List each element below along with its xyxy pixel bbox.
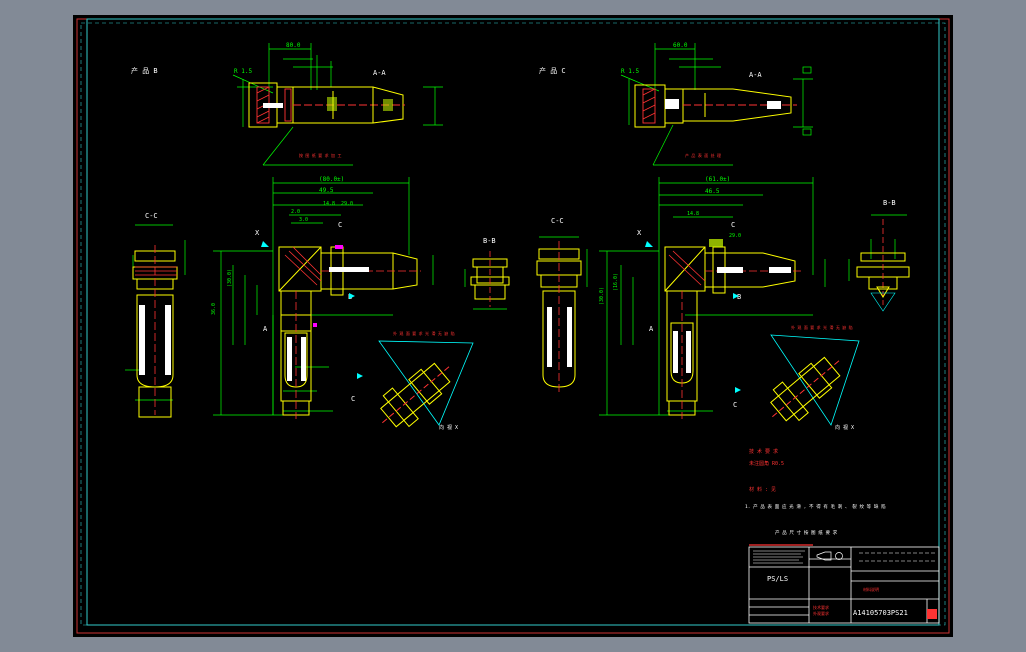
arrow-label-c-right-bottom: C — [733, 401, 737, 409]
view-x-left: 向 视 X — [378, 340, 474, 431]
dim-right-290: 29.0 — [729, 233, 741, 239]
cad-drawing[interactable]: 产 品 B 产 品 C A-A A-A C-C C-C B-B B-B — [73, 15, 953, 637]
view-x-right: 向 视 X — [770, 334, 860, 431]
callout-right-mid: 外 观 面 要 求 光 滑 无 缺 陷 — [791, 324, 853, 330]
dim-top-right-width: 60.0 — [673, 42, 688, 49]
note-white-1: 1. 产 品 表 面 应 光 滑 , 不 得 有 毛 刺 、 裂 纹 等 缺 陷 — [745, 503, 886, 510]
dim-right-overall: (61.0±) — [705, 176, 730, 183]
label-section-cc-left: C-C — [145, 212, 158, 220]
arrow-label-x: X — [255, 229, 260, 237]
view-cc-right — [536, 236, 588, 395]
label-product-c: 产 品 C — [539, 66, 566, 75]
technical-notes: 技 术 要 求 未注圆角 R0.5 材 料 : 见 1. 产 品 表 面 应 光… — [745, 448, 886, 536]
title-red-label-2: 外观要求 — [813, 610, 829, 616]
callout-right-top: 产 品 表 面 处 理 — [685, 152, 721, 158]
arrow-label-a-right: A — [649, 325, 654, 333]
dim-right-300: (30.0) — [599, 287, 605, 305]
dim-left-148: 14.8 — [323, 201, 335, 207]
label-section-aa-right: A-A — [749, 71, 762, 79]
sheet-frames — [76, 18, 950, 634]
title-red-label-3: 材料说明 — [863, 586, 879, 592]
dim-left-inner: 49.5 — [319, 187, 334, 194]
callout-left-top: 按 图 纸 要 求 加 工 — [299, 152, 341, 158]
note-white-2: 产 品 尺 寸 按 图 纸 要 求 — [775, 529, 838, 536]
dim-left-3: 3.0 — [299, 217, 308, 223]
arrow-label-x-right: X — [637, 229, 642, 237]
dim-left-290: 29.0 — [341, 201, 353, 207]
view-bb-left — [464, 251, 510, 310]
view-product-b-main: (80.0±) 49.5 2.0 3.0 14.8 29.0 36.0 (30.… — [211, 176, 455, 419]
dim-radius-left: R 1.5 — [234, 68, 252, 75]
arrow-label-c-right-top: C — [731, 221, 735, 229]
label-section-aa-left: A-A — [373, 69, 386, 77]
dim-right-160: (16.0) — [613, 273, 619, 291]
dim-left-300: (30.0) — [227, 269, 233, 287]
title-part-number: PS/LS — [767, 575, 788, 583]
arrow-label-c-top: C — [338, 221, 342, 229]
title-drawing-number: A14105703PS21 — [853, 609, 908, 617]
title-red-label-1: 技术要求 — [813, 604, 829, 610]
label-section-cc-right: C-C — [551, 217, 564, 225]
arrow-label-b-right: B — [737, 293, 741, 301]
dim-left-overall: (80.0±) — [319, 176, 344, 183]
dim-left-2: 2.0 — [291, 209, 300, 215]
callout-left-mid: 外 观 面 要 求 光 滑 无 缺 陷 — [393, 330, 455, 336]
label-view-x-left: 向 视 X — [439, 424, 458, 431]
view-product-c-main: (61.0±) 46.5 29.0 14.8 (30.0) (16.0) — [599, 176, 853, 419]
drawing-sheet[interactable]: 产 品 B 产 品 C A-A A-A C-C C-C B-B B-B — [73, 15, 953, 637]
arrow-label-c-bottom: C — [351, 395, 355, 403]
note-red-2: 未注圆角 R0.5 — [749, 460, 784, 467]
dim-radius-right: R 1.5 — [621, 68, 639, 75]
dim-right-inner: 46.5 — [705, 188, 720, 195]
dim-right-148: 14.8 — [687, 211, 699, 217]
view-cc-left — [125, 224, 186, 418]
note-red-1: 技 术 要 求 — [749, 448, 778, 455]
view-product-b-aa: 80.0 R 1.5 — [232, 42, 443, 166]
view-product-c-aa: 60.0 R 1.5 产 品 表 面 处 — [620, 42, 813, 166]
label-product-b: 产 品 B — [131, 66, 158, 75]
dim-top-left-width: 80.0 — [286, 42, 301, 49]
note-red-3: 材 料 : 见 — [749, 486, 776, 493]
label-section-bb-left: B-B — [483, 237, 496, 245]
label-view-x-right: 向 视 X — [835, 424, 854, 431]
arrow-label-a: A — [263, 325, 268, 333]
label-section-bb-right: B-B — [883, 199, 896, 207]
dim-left-360: 36.0 — [211, 303, 217, 315]
title-block[interactable]: PS/LS A14105703PS21 技术要求 外观要求 材料说明 — [748, 544, 940, 624]
view-bb-right — [848, 214, 910, 312]
